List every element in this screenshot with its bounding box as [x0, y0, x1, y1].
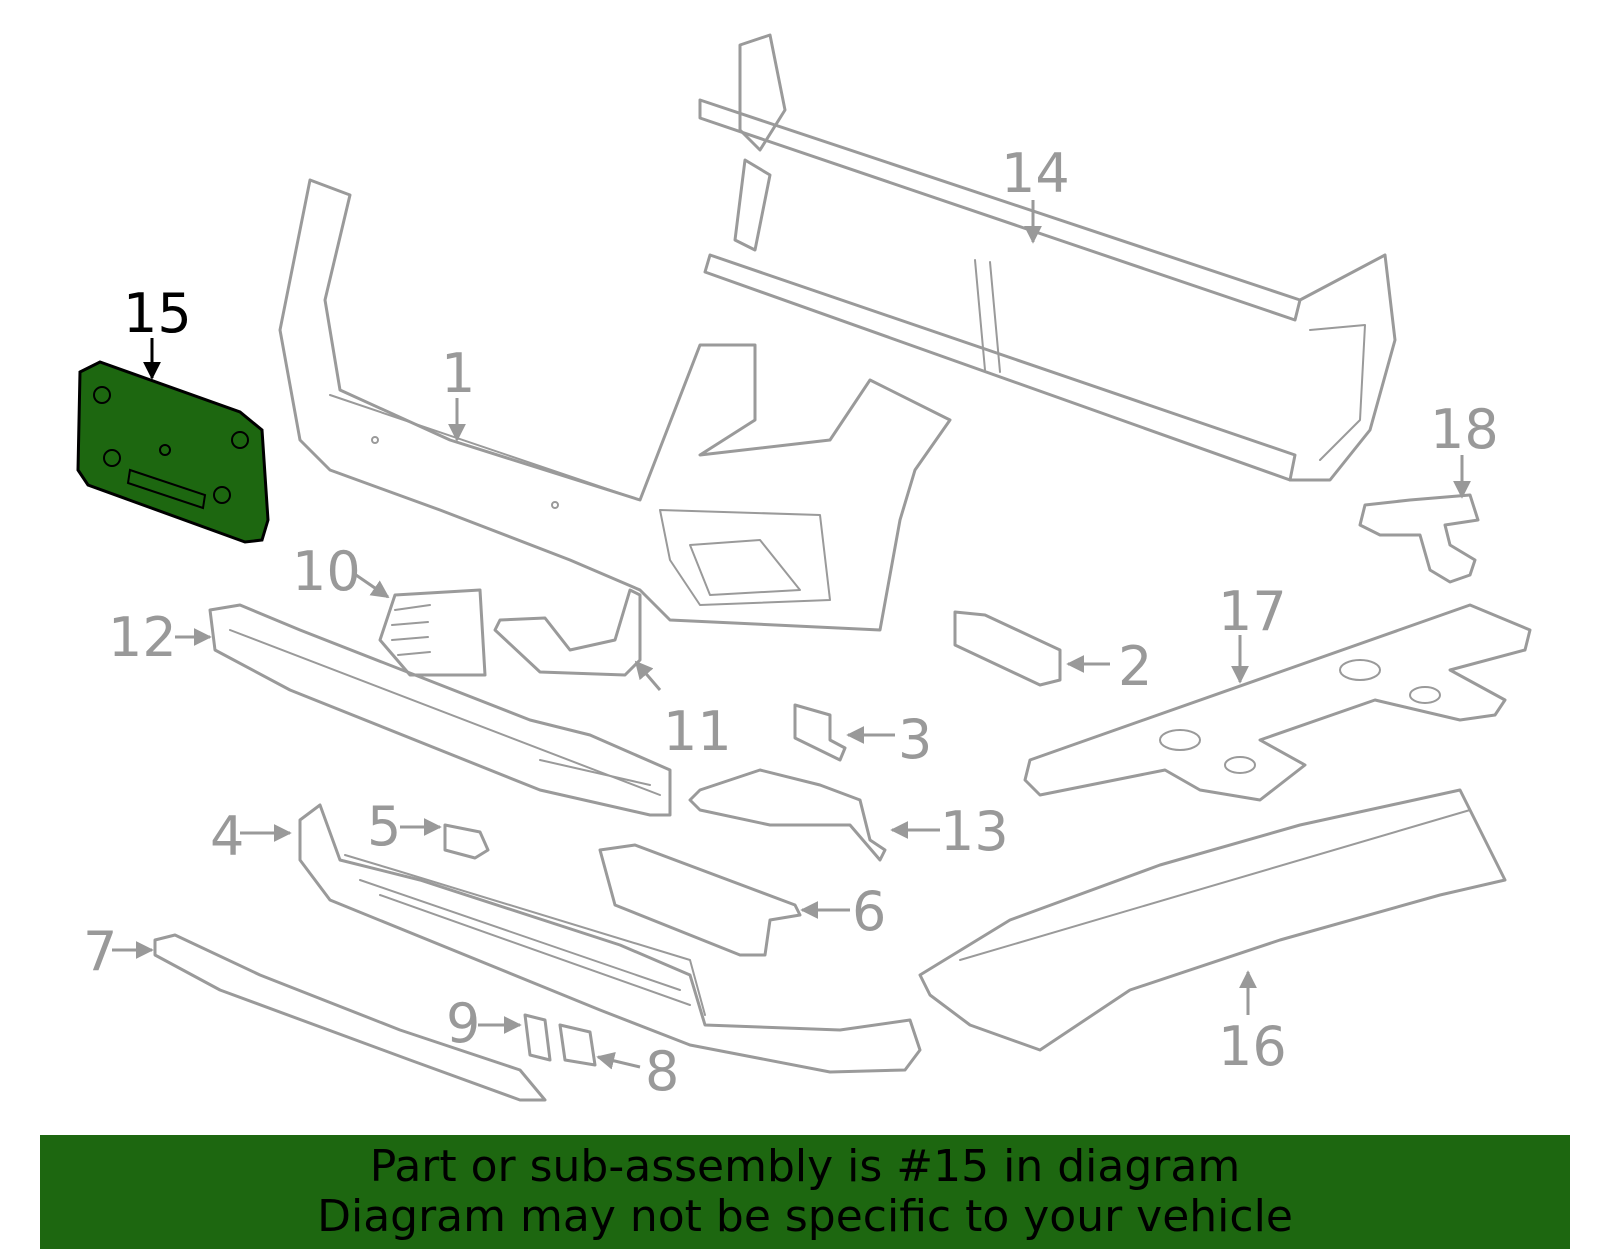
part-15-license-bracket [76, 360, 270, 544]
callout-17: 17 [1218, 580, 1287, 643]
callout-12: 12 [108, 606, 177, 669]
callout-16: 16 [1218, 1015, 1287, 1078]
part-3-bracket [793, 703, 847, 762]
part-10-fog-bezel [378, 588, 487, 677]
callout-9: 9 [446, 992, 480, 1055]
part-6-bracket [598, 843, 802, 957]
callout-10: 10 [292, 540, 361, 603]
part-13-bracket [688, 768, 887, 862]
part-14-upper-reinforcement [698, 33, 1397, 482]
part-8-cover [558, 1023, 597, 1067]
callout-arrow-11 [634, 660, 662, 691]
part-7-chrome-strip [153, 933, 547, 1102]
callout-15: 15 [123, 282, 192, 345]
callout-7: 7 [83, 920, 117, 983]
callout-14: 14 [1001, 142, 1070, 205]
part-2-bracket [953, 610, 1062, 687]
banner-line-2: Diagram may not be specific to your vehi… [317, 1191, 1293, 1242]
callout-3: 3 [898, 708, 932, 771]
callout-4: 4 [210, 805, 244, 868]
callout-2: 2 [1118, 635, 1152, 698]
part-17-splash-shield [1023, 603, 1532, 802]
callout-8: 8 [645, 1040, 679, 1103]
part-12-impact-bar [208, 603, 672, 817]
callout-arrow-8 [596, 1051, 641, 1070]
part-4-lower-valance [298, 803, 922, 1074]
banner-line-1: Part or sub-assembly is #15 in diagram [369, 1141, 1241, 1192]
part-1-bumper-cover [278, 178, 952, 632]
part-5-sensor [443, 823, 490, 860]
callout-1: 1 [441, 342, 475, 405]
callout-6: 6 [852, 880, 886, 943]
part-18-bracket [1358, 493, 1480, 584]
callout-5: 5 [367, 795, 401, 858]
callout-arrow-10 [355, 573, 390, 599]
callout-18: 18 [1430, 398, 1499, 461]
part-11-trim [493, 588, 642, 677]
info-banner: Part or sub-assembly is #15 in diagram D… [40, 1135, 1570, 1249]
callout-11: 11 [663, 700, 732, 763]
callout-13: 13 [940, 800, 1009, 863]
part-9-cover [523, 1013, 552, 1062]
part-16-deflector [918, 788, 1507, 1052]
